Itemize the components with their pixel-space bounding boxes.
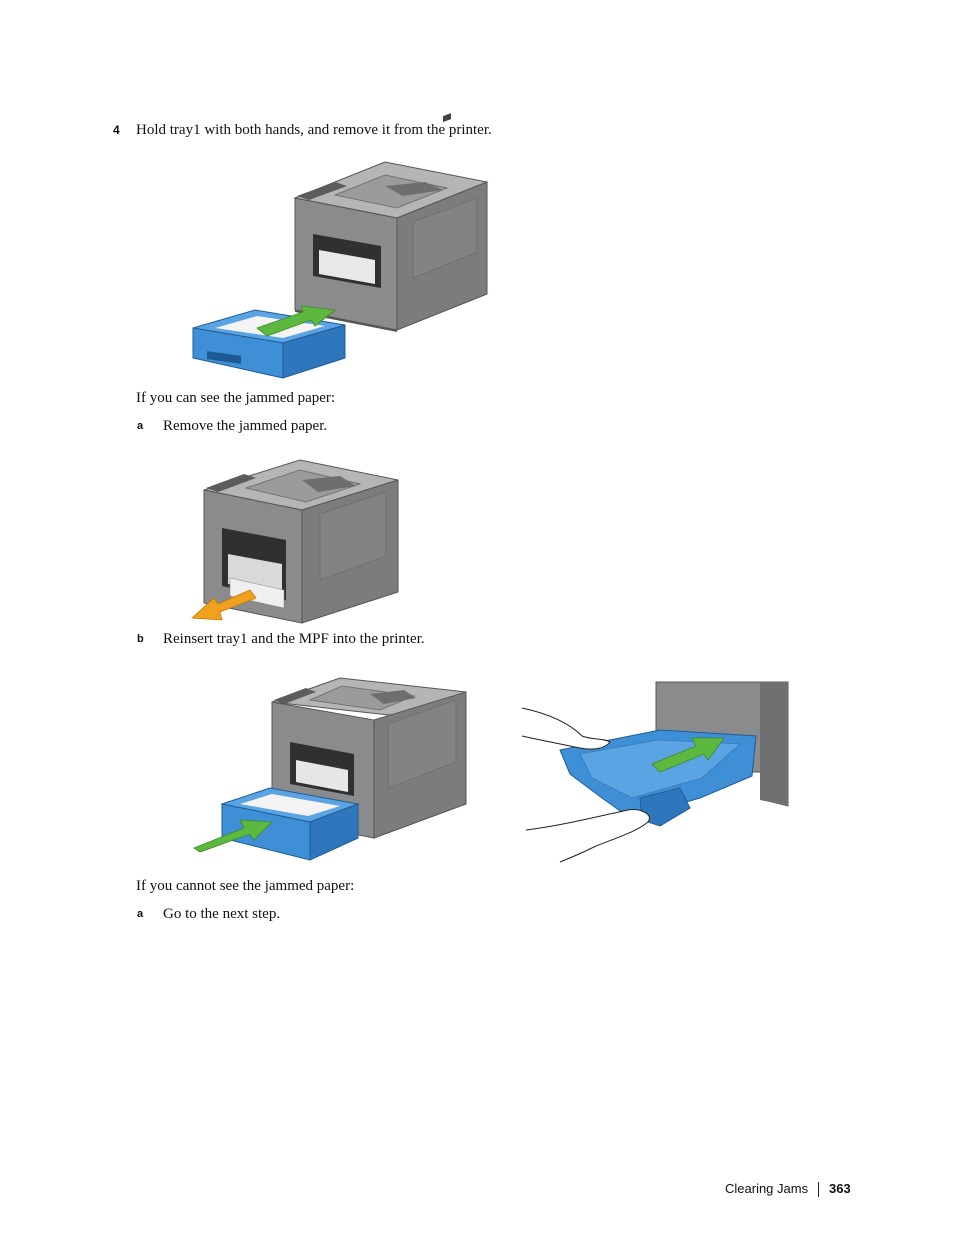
step-a-2-text: Go to the next step. [163,906,281,922]
step-letter-b: b [137,633,144,645]
footer-page-number: 363 [829,1181,851,1196]
figure-remove-jammed-paper [191,459,399,624]
step-b-text: Reinsert tray1 and the MPF into the prin… [163,631,425,647]
step-4-text: Hold tray1 with both hands, and remove i… [136,122,492,138]
if-not-see-text: If you cannot see the jammed paper: [136,878,355,894]
if-see-text: If you can see the jammed paper: [136,390,336,406]
figure-reinsert-tray [193,677,467,861]
footer-divider [818,1182,819,1197]
step-number-4: 4 [113,123,120,137]
figure-remove-tray [192,113,489,379]
step-letter-a: a [137,420,144,432]
figure-reinsert-mpf [521,681,789,863]
footer-section-title: Clearing Jams [725,1181,809,1196]
step-letter-a-2: a [137,908,144,920]
step-a-text: Remove the jammed paper. [163,418,328,434]
